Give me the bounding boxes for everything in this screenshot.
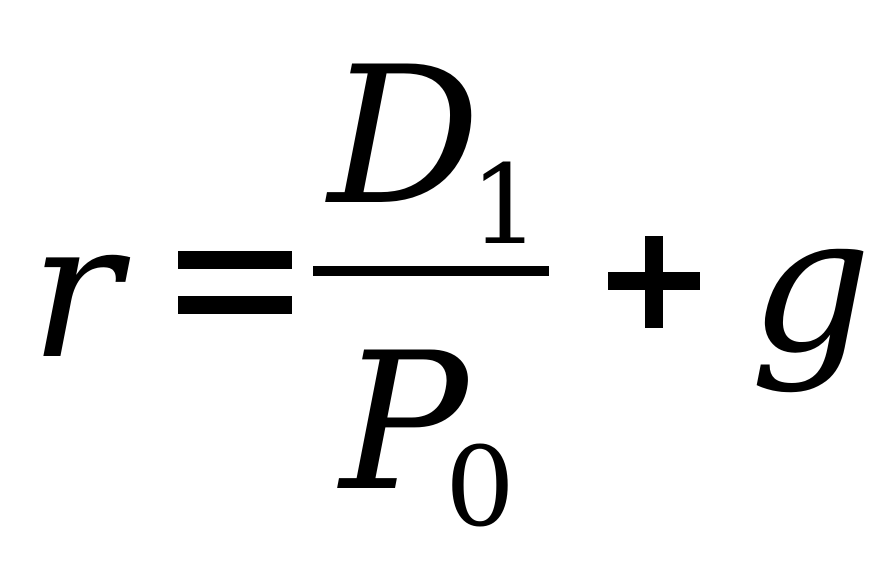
- denominator-variable-p: P: [340, 312, 468, 533]
- numerator-variable-d: D: [328, 26, 481, 247]
- variable-r: r: [30, 180, 121, 401]
- fraction-bar: [313, 266, 549, 276]
- equals-sign-bottom-bar: [178, 296, 292, 314]
- denominator-subscript: 0: [445, 423, 515, 551]
- equals-sign-top-bar: [178, 251, 292, 269]
- numerator-subscript: 1: [470, 141, 540, 269]
- variable-g: g: [750, 174, 872, 395]
- plus-sign-vertical: [645, 236, 663, 328]
